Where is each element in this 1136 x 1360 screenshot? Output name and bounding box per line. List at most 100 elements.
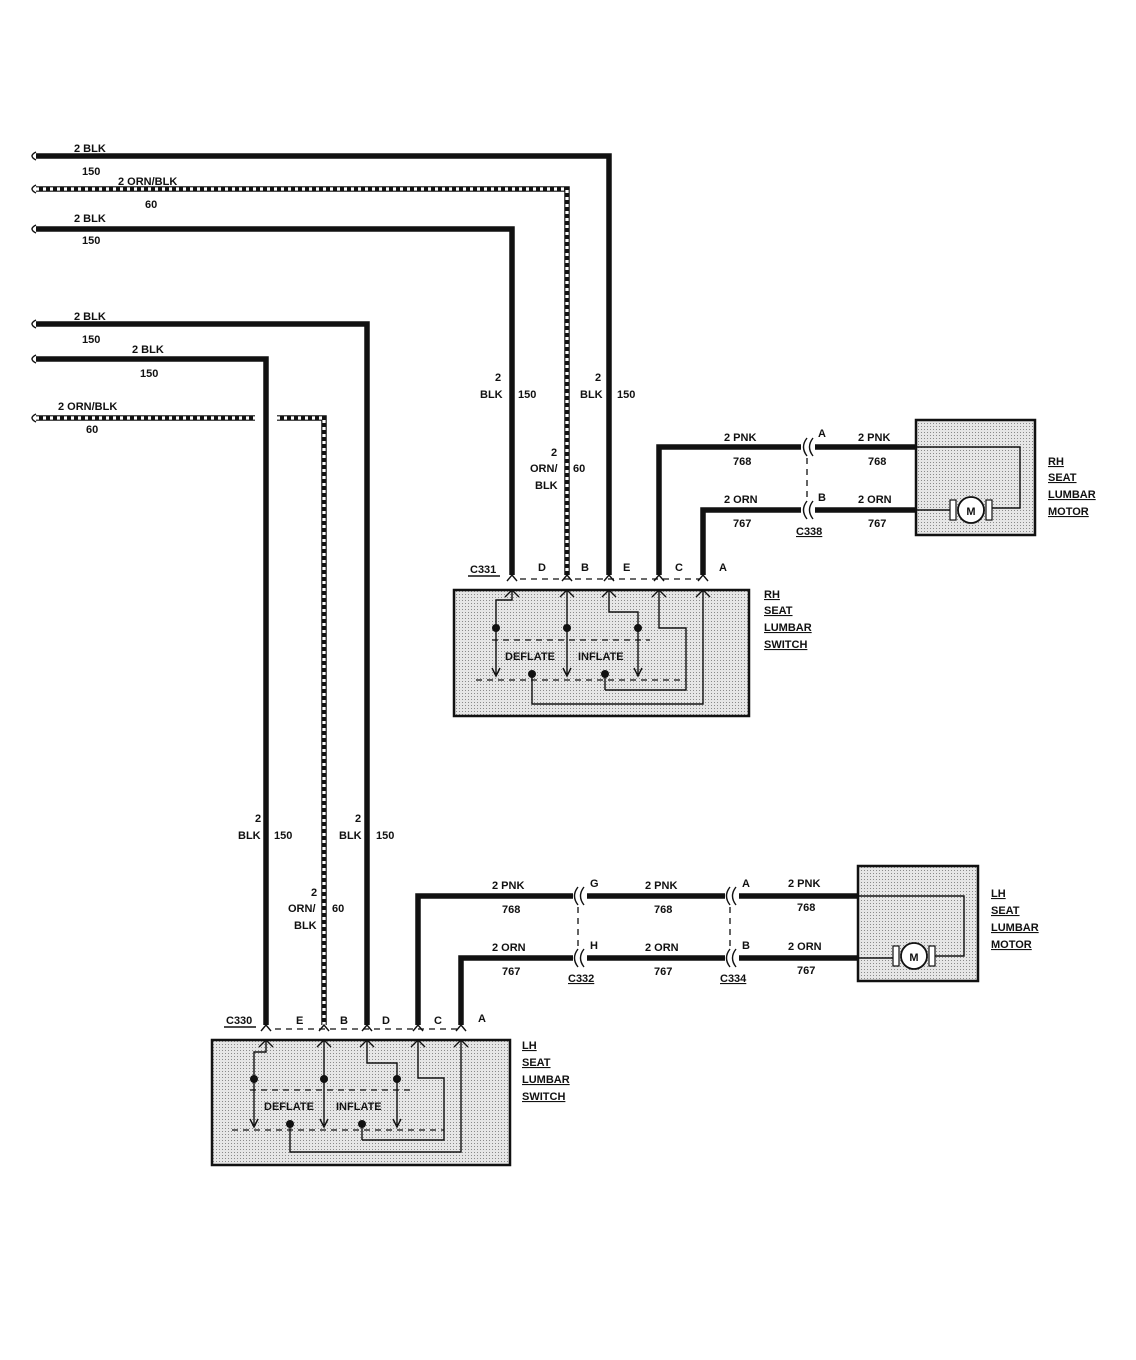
lh-motor-wires: 2 PNK 768 2 ORN 767 2 PNK 768 2 ORN 767 … xyxy=(415,878,858,1025)
svg-text:767: 767 xyxy=(654,966,672,978)
wire-blk-150-lh-d xyxy=(36,321,370,1025)
lh-seat-lumbar-switch: C330 E B D C A xyxy=(210,1013,570,1167)
rh-pin-b: B xyxy=(581,562,589,574)
svg-text:150: 150 xyxy=(617,389,635,401)
svg-text:767: 767 xyxy=(868,518,886,530)
lh-switch-title-4: SWITCH xyxy=(522,1091,565,1103)
svg-text:150: 150 xyxy=(518,389,536,401)
lh-motor-title-4: MOTOR xyxy=(991,939,1032,951)
lh-motor-connector-1: C332 xyxy=(568,973,594,985)
lh-switch-internal: DEFLATE INFLATE xyxy=(232,1039,469,1153)
lh-vertical-labels: 2 BLK 150 2 BLK 150 2 ORN/ 60 BLK xyxy=(238,813,394,932)
svg-text:767: 767 xyxy=(502,966,520,978)
svg-text:M: M xyxy=(966,506,975,518)
lh-pin-a: A xyxy=(478,1013,486,1025)
svg-text:2 ORN: 2 ORN xyxy=(492,942,526,954)
svg-text:BLK: BLK xyxy=(480,389,503,401)
svg-text:M: M xyxy=(909,952,918,964)
rh-vertical-labels: 2 BLK 150 2 BLK 150 2 ORN/ 60 BLK xyxy=(480,372,635,492)
lh-pin-d: D xyxy=(382,1015,390,1027)
svg-text:2 PNK: 2 PNK xyxy=(645,880,677,892)
lh-motor-title-1: LH xyxy=(991,888,1006,900)
lh-motor-pin-b: B xyxy=(742,940,750,952)
lh-pin-c: C xyxy=(434,1015,442,1027)
rh-inflate-label: INFLATE xyxy=(578,651,624,663)
lh-motor-title-3: LUMBAR xyxy=(991,922,1039,934)
wire-label-4: 2 BLK xyxy=(74,311,106,323)
lh-seat-lumbar-motor: M LH SEAT LUMBAR MOTOR xyxy=(856,864,1039,983)
rh-switch-title-3: LUMBAR xyxy=(764,622,812,634)
wire-orn-blk-60-lh xyxy=(36,415,327,1025)
rh-motor-pin-b: B xyxy=(818,492,826,504)
lh-switch-title-2: SEAT xyxy=(522,1057,551,1069)
lh-switch-title-3: LUMBAR xyxy=(522,1074,570,1086)
svg-text:ORN/: ORN/ xyxy=(288,903,316,915)
svg-text:2: 2 xyxy=(551,447,557,459)
rh-motor-title-1: RH xyxy=(1048,456,1064,468)
rh-motor-title-2: SEAT xyxy=(1048,472,1077,484)
rh-switch-body xyxy=(452,588,751,718)
svg-text:60: 60 xyxy=(573,463,585,475)
rh-motor-symbol xyxy=(957,496,985,524)
wire-orn-blk-60-top xyxy=(36,186,570,575)
rh-deflate-label: DEFLATE xyxy=(505,651,555,663)
svg-text:2 PNK: 2 PNK xyxy=(788,878,820,890)
rh-switch-title-2: SEAT xyxy=(764,605,793,617)
wire-ends xyxy=(31,151,37,423)
svg-text:768: 768 xyxy=(502,904,520,916)
rh-seat-lumbar-motor: M RH SEAT LUMBAR MOTOR xyxy=(914,418,1096,537)
wire-blk-150-top xyxy=(36,153,612,575)
lh-motor-pin-h: H xyxy=(590,940,598,952)
lh-inflate-label: INFLATE xyxy=(336,1101,382,1113)
wire-circuit-3: 150 xyxy=(82,235,100,247)
svg-text:BLK: BLK xyxy=(339,830,362,842)
svg-text:BLK: BLK xyxy=(580,389,603,401)
rh-motor-connector: C338 xyxy=(796,526,822,538)
svg-text:2 ORN: 2 ORN xyxy=(645,942,679,954)
rh-motor-wires: 2 PNK 768 2 ORN 767 2 PNK 768 2 ORN 767 … xyxy=(656,428,916,575)
svg-text:2: 2 xyxy=(255,813,261,825)
svg-text:2: 2 xyxy=(595,372,601,384)
lh-switch-title-1: LH xyxy=(522,1040,537,1052)
svg-text:2: 2 xyxy=(495,372,501,384)
svg-text:2 PNK: 2 PNK xyxy=(492,880,524,892)
rh-pin-e: E xyxy=(623,562,630,574)
wire-circuit-2: 60 xyxy=(145,199,157,211)
rh-switch-internal: DEFLATE INFLATE xyxy=(476,589,711,705)
svg-text:2 PNK: 2 PNK xyxy=(724,432,756,444)
svg-text:768: 768 xyxy=(733,456,751,468)
wire-label-6: 2 ORN/BLK xyxy=(58,401,117,413)
lh-pin-e: E xyxy=(296,1015,303,1027)
svg-text:BLK: BLK xyxy=(238,830,261,842)
lh-motor-symbol xyxy=(900,942,928,970)
svg-text:768: 768 xyxy=(868,456,886,468)
svg-text:150: 150 xyxy=(376,830,394,842)
rh-motor-title-4: MOTOR xyxy=(1048,506,1089,518)
wire-blk-150-lh-e xyxy=(36,356,269,1025)
svg-text:2 ORN: 2 ORN xyxy=(788,941,822,953)
lh-motor-pin-a: A xyxy=(742,878,750,890)
svg-text:BLK: BLK xyxy=(535,480,558,492)
rh-switch-title-4: SWITCH xyxy=(764,639,807,651)
wire-label-3: 2 BLK xyxy=(74,213,106,225)
wire-label-1: 2 BLK xyxy=(74,143,106,155)
lh-motor-connector-2: C334 xyxy=(720,973,747,985)
svg-text:2 ORN: 2 ORN xyxy=(724,494,758,506)
rh-pin-a: A xyxy=(719,562,727,574)
rh-switch-title-1: RH xyxy=(764,589,780,601)
svg-text:60: 60 xyxy=(332,903,344,915)
svg-text:2 PNK: 2 PNK xyxy=(858,432,890,444)
svg-text:BLK: BLK xyxy=(294,920,317,932)
rh-switch-connector: C331 xyxy=(470,564,496,576)
rh-pin-d: D xyxy=(538,562,546,574)
left-wire-labels: 2 BLK 150 2 ORN/BLK 60 2 BLK 150 2 BLK 1… xyxy=(58,143,177,436)
rh-motor-pin-a: A xyxy=(818,428,826,440)
lh-pin-b: B xyxy=(340,1015,348,1027)
wire-circuit-6: 60 xyxy=(86,424,98,436)
wire-circuit-1: 150 xyxy=(82,166,100,178)
rh-motor-title-3: LUMBAR xyxy=(1048,489,1096,501)
lh-deflate-label: DEFLATE xyxy=(264,1101,314,1113)
wire-label-2: 2 ORN/BLK xyxy=(118,176,177,188)
lh-motor-title-2: SEAT xyxy=(991,905,1020,917)
